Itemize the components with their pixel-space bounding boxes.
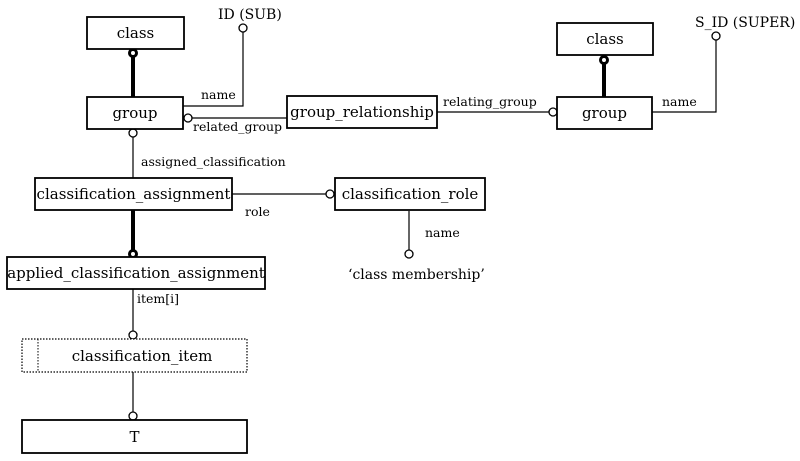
entity-class-right-label: class — [586, 30, 624, 48]
assigned-classification-circle — [128, 128, 138, 138]
entity-classification-assignment: classification_assignment — [34, 177, 233, 211]
class-group-left-bold-circle — [128, 48, 138, 58]
select-type-classification-item: classification_item — [21, 338, 248, 373]
id-sub-circle — [238, 23, 248, 33]
item-circle — [128, 330, 138, 340]
attr-assigned-classification: assigned_classification — [141, 154, 286, 169]
entity-group-relationship: group_relationship — [286, 95, 438, 129]
relating-group-circle — [548, 107, 558, 117]
group-left-name-line — [183, 31, 244, 107]
role-circle — [325, 189, 335, 199]
related-group-circle — [183, 113, 193, 123]
attr-related-group: related_group — [193, 119, 282, 134]
entity-group-left: group — [86, 96, 184, 130]
group-right-name-line — [652, 39, 717, 113]
attr-item: item[i] — [137, 291, 179, 306]
entity-class-left-label: class — [117, 24, 155, 42]
entity-classification-role: classification_role — [334, 177, 486, 211]
s-id-super-circle — [711, 31, 721, 41]
attr-relating-group: relating_group — [443, 94, 537, 109]
constant-s-id-super: S_ID (SUPER) — [695, 15, 795, 31]
select-type-classification-item-label: classification_item — [72, 347, 213, 365]
role-name-circle — [404, 249, 414, 259]
attr-role: role — [245, 204, 270, 219]
entity-classification-assignment-label: classification_assignment — [37, 185, 231, 203]
entity-applied-classification-assignment: applied_classification_assignment — [6, 256, 266, 290]
entity-group-relationship-label: group_relationship — [290, 103, 434, 121]
entity-classification-role-label: classification_role — [342, 185, 479, 203]
entity-applied-classification-assignment-label: applied_classification_assignment — [7, 264, 265, 282]
class-group-right-bold-circle — [599, 55, 609, 65]
entity-t: T — [21, 419, 248, 454]
entity-group-right-label: group — [582, 104, 627, 122]
entity-class-left: class — [86, 16, 185, 50]
entity-group-left-label: group — [112, 104, 157, 122]
select-t-circle — [128, 411, 138, 421]
entity-t-label: T — [129, 428, 139, 446]
attr-name-left: name — [201, 87, 236, 102]
attr-name-right: name — [662, 94, 697, 109]
constant-class-membership: ‘class membership’ — [348, 267, 485, 283]
attr-name-role: name — [425, 225, 460, 240]
constant-id-sub: ID (SUB) — [218, 7, 282, 23]
entity-class-right: class — [556, 22, 654, 56]
entity-group-right: group — [556, 96, 653, 130]
